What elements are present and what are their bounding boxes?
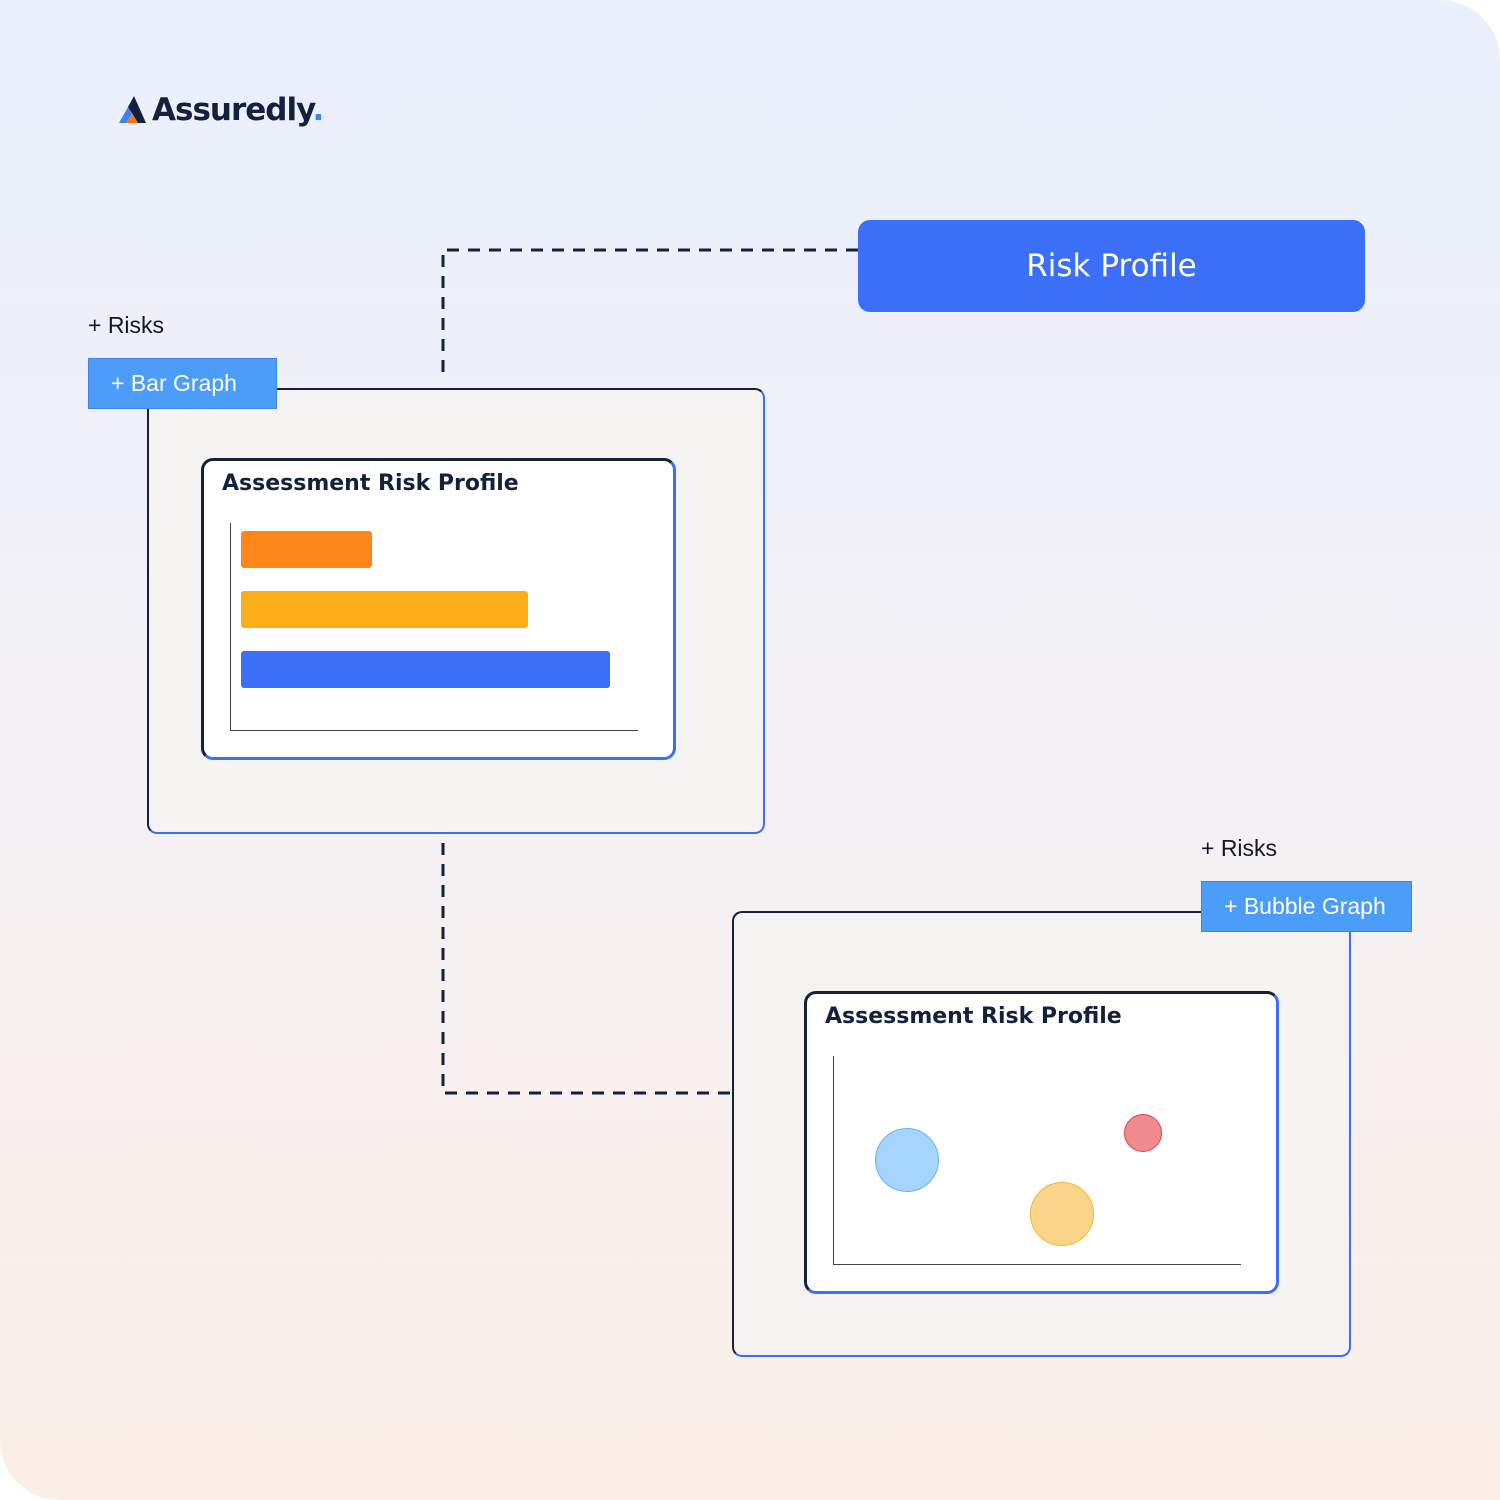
add-bubble-graph-button[interactable]: + Bubble Graph <box>1201 881 1412 932</box>
bar-plot-area <box>241 531 651 721</box>
assuredly-logo: Assuredly. <box>116 88 324 132</box>
add-bar-graph-button[interactable]: + Bar Graph <box>88 358 277 409</box>
risks-label: + Risks <box>1201 835 1278 861</box>
risk-profile-button[interactable]: Risk Profile <box>858 220 1365 312</box>
bar-3 <box>241 651 610 688</box>
bar-graph-panel: Assessment Risk Profile <box>147 388 765 834</box>
y-axis <box>833 1056 834 1265</box>
bubble-graph-panel: Assessment Risk Profile <box>732 911 1351 1357</box>
bubble-graph-card: Assessment Risk Profile <box>804 991 1279 1294</box>
card-title: Assessment Risk Profile <box>825 1004 1122 1029</box>
bar-1 <box>241 531 373 568</box>
card-title: Assessment Risk Profile <box>222 471 519 496</box>
connector-top <box>441 248 858 380</box>
risks-label: + Risks <box>88 312 165 338</box>
connector-bottom <box>441 843 733 1095</box>
bar-2 <box>241 591 528 628</box>
bar-graph-card: Assessment Risk Profile <box>201 458 676 760</box>
y-axis <box>230 523 231 731</box>
brand-name: Assuredly. <box>152 92 324 128</box>
bubble-3 <box>1124 1113 1163 1152</box>
x-axis <box>230 730 638 731</box>
bubble-1 <box>875 1128 940 1192</box>
x-axis <box>833 1264 1241 1265</box>
bubble-plot-area <box>834 1056 1241 1264</box>
bubble-2 <box>1029 1182 1094 1247</box>
assuredly-logo-icon <box>119 96 146 123</box>
